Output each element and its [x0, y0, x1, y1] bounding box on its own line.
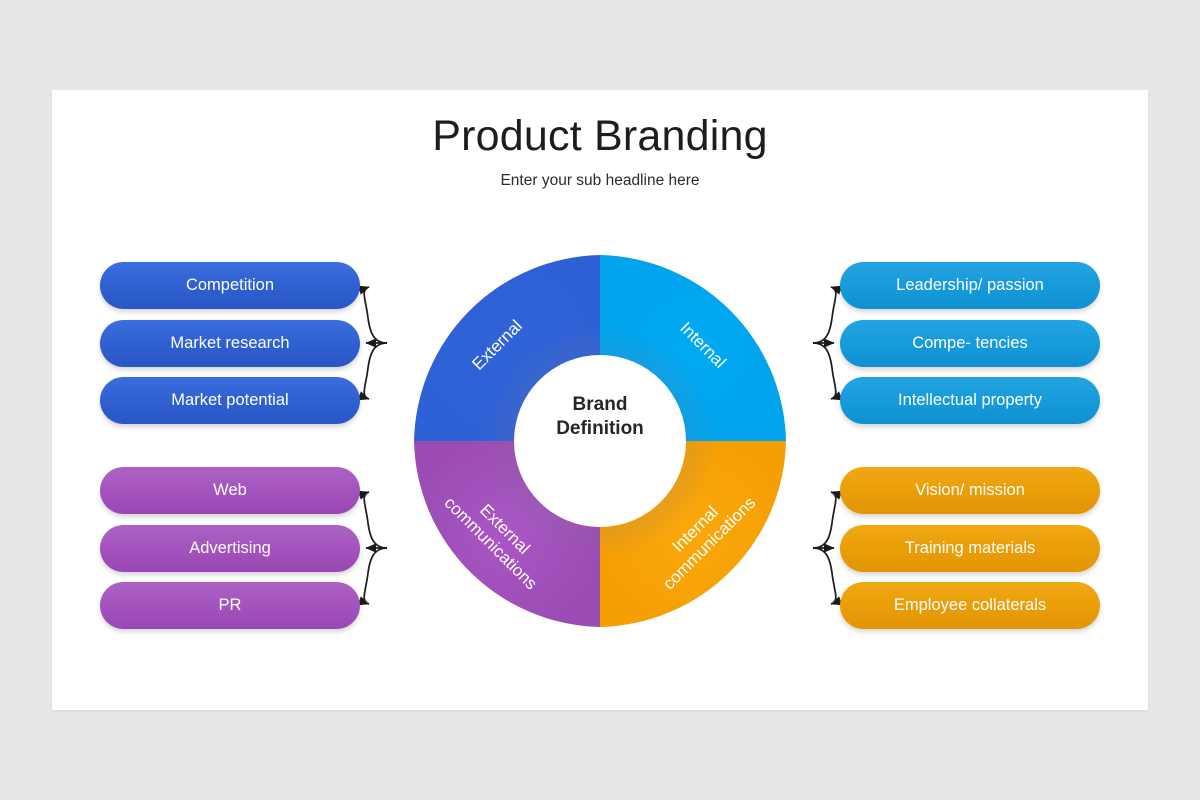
brand-definition-center-text: Brand Definition: [512, 393, 688, 442]
pill-vision-mission[interactable]: Vision/ mission: [840, 467, 1100, 514]
pill-competencies[interactable]: Compe- tencies: [840, 320, 1100, 367]
pill-employee-collaterals[interactable]: Employee collaterals: [840, 582, 1100, 629]
pill-competition[interactable]: Competition: [100, 262, 360, 309]
pill-web[interactable]: Web: [100, 467, 360, 514]
pill-market-research[interactable]: Market research: [100, 320, 360, 367]
center-text-line2: Definition: [556, 418, 644, 440]
pill-market-potential[interactable]: Market potential: [100, 377, 360, 424]
page-subtitle: Enter your sub headline here: [500, 172, 700, 189]
pill-training-materials[interactable]: Training materials: [840, 525, 1100, 572]
pill-pr[interactable]: PR: [100, 582, 360, 629]
wheel-center-hub: [514, 355, 686, 527]
pill-advertising[interactable]: Advertising: [100, 525, 360, 572]
brand-definition-wheel: External Internal External communication…: [400, 241, 800, 641]
slide-canvas: Product Branding Enter your sub headline…: [52, 90, 1148, 710]
pill-intellectual-property[interactable]: Intellectual property: [840, 377, 1100, 424]
center-text-line1: Brand: [572, 394, 628, 415]
page-title: Product Branding: [432, 112, 768, 160]
pill-leadership-passion[interactable]: Leadership/ passion: [840, 262, 1100, 309]
